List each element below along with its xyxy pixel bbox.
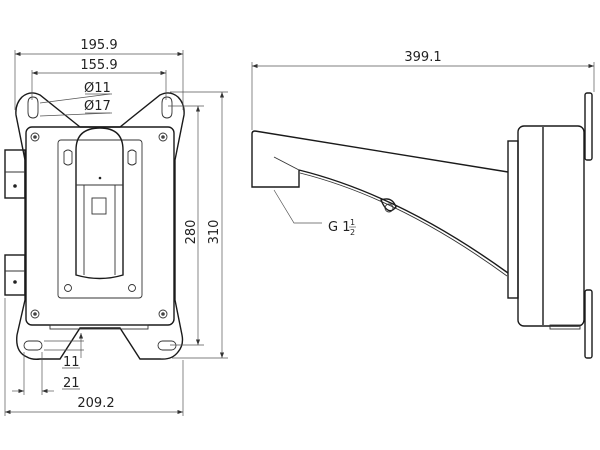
thread-leader xyxy=(273,189,322,224)
arm xyxy=(251,130,509,274)
center-bracket xyxy=(75,127,124,280)
dim-399-1: 399.1 xyxy=(404,50,441,65)
dim-280: 280 xyxy=(184,220,199,245)
front-view: 195.9 155.9 Ø11 Ø17 280 310 11 21 209.2 xyxy=(4,38,228,416)
main-plate xyxy=(25,126,175,326)
flange xyxy=(507,140,519,299)
inner-plate xyxy=(57,139,143,299)
dim-209-2: 209.2 xyxy=(77,396,114,411)
thread-label: G 1 xyxy=(328,220,350,235)
keyhole-right xyxy=(161,96,173,119)
slot-left xyxy=(23,340,43,351)
wall-plate-top xyxy=(584,92,593,161)
dim-155-9: 155.9 xyxy=(80,58,117,73)
dim-195-9: 195.9 xyxy=(80,38,117,53)
keyhole-left xyxy=(27,96,39,119)
plate-outline xyxy=(15,92,185,360)
wall-plate-bottom xyxy=(584,289,593,359)
slot-right xyxy=(157,340,177,351)
dim-dia-11: Ø11 xyxy=(84,81,111,96)
housing xyxy=(517,125,585,327)
dim-310: 310 xyxy=(207,220,222,245)
thread-fraction-num: 1 xyxy=(350,218,355,227)
latch xyxy=(91,197,107,215)
side-view: 399.1 G 1 1 2 xyxy=(251,50,595,359)
side-tab-bottom xyxy=(4,254,26,296)
side-tab-top xyxy=(4,149,26,199)
dim-dia-17: Ø17 xyxy=(84,99,111,114)
thread-fraction-den: 2 xyxy=(350,228,355,237)
dim-11: 11 xyxy=(63,355,80,370)
dim-21: 21 xyxy=(63,376,80,391)
